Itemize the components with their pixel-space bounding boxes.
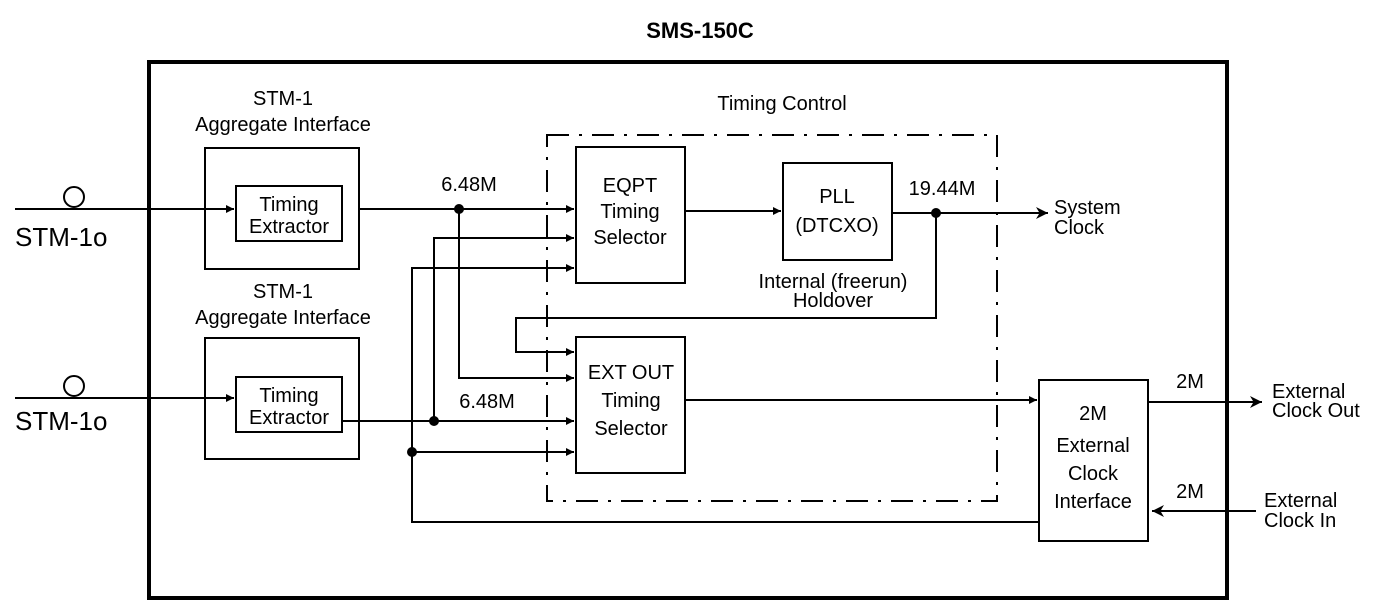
timing-control-label: Timing Control (717, 93, 846, 115)
agg-interface-bottom-label-1: STM-1 (253, 281, 313, 303)
system-clock-line2: Clock (1054, 217, 1105, 239)
in-rate-label: 2M (1176, 481, 1204, 503)
eqpt-line2: Timing (600, 201, 659, 223)
out-rate-label: 2M (1176, 371, 1204, 393)
wire-bottom-to-eqpt (433, 234, 574, 421)
agg-interface-top-label-2: Aggregate Interface (195, 114, 371, 136)
timing-extractor-bottom-line2: Extractor (249, 407, 329, 429)
eqpt-timing-selector-box (575, 146, 686, 284)
ext-in-line2: Clock In (1264, 510, 1336, 532)
extout-line2: Timing (601, 390, 660, 412)
ext-clock-interface-box (1038, 379, 1149, 542)
timing-extractor-top-line1: Timing (259, 194, 318, 216)
pll-note-line1: Internal (freerun) (759, 271, 908, 293)
eqpt-line3: Selector (593, 227, 667, 249)
wire-top-to-extout (458, 209, 574, 382)
ext-clock-interface-line1: 2M (1079, 403, 1107, 425)
pll-rate-label: 19.44M (909, 178, 976, 200)
bottom-rate-label: 6.48M (459, 391, 515, 413)
stm1o-top-label: STM-1o (15, 222, 107, 252)
ext-clock-interface-line3: Clock (1068, 463, 1119, 485)
pll-line2: (DTCXO) (795, 215, 878, 237)
extout-line1: EXT OUT (588, 362, 674, 384)
agg-interface-top-label-1: STM-1 (253, 88, 313, 110)
pll-line1: PLL (819, 186, 855, 208)
timing-extractor-bottom-box (235, 376, 343, 433)
pll-note-line2: Holdover (793, 290, 873, 312)
diagram-title: SMS-150C (646, 18, 754, 43)
timing-extractor-bottom-line1: Timing (259, 385, 318, 407)
top-rate-label: 6.48M (441, 174, 497, 196)
timing-extractor-top-line2: Extractor (249, 216, 329, 238)
extout-timing-selector-box (575, 336, 686, 474)
agg-interface-bottom-label-2: Aggregate Interface (195, 307, 371, 329)
ext-clock-interface-line4: Interface (1054, 491, 1132, 513)
system-clock-line1: System (1054, 197, 1121, 219)
ext-out-line1: External (1272, 381, 1345, 403)
eqpt-line1: EQPT (603, 175, 657, 197)
timing-extractor-top-box (235, 185, 343, 242)
stm1o-bottom-label: STM-1o (15, 406, 107, 436)
ext-clock-interface-line2: External (1056, 435, 1129, 457)
stm1o-bottom-connector-icon (63, 375, 85, 397)
ext-out-line2: Clock Out (1272, 400, 1360, 422)
wire-pll-to-extout (515, 213, 937, 356)
stm1o-top-connector-icon (63, 186, 85, 208)
wire-extin-to-eqpt (411, 264, 1039, 523)
pll-box (782, 162, 893, 261)
ext-in-line1: External (1264, 490, 1337, 512)
sms-frame (147, 60, 1229, 600)
extout-line3: Selector (594, 418, 668, 440)
